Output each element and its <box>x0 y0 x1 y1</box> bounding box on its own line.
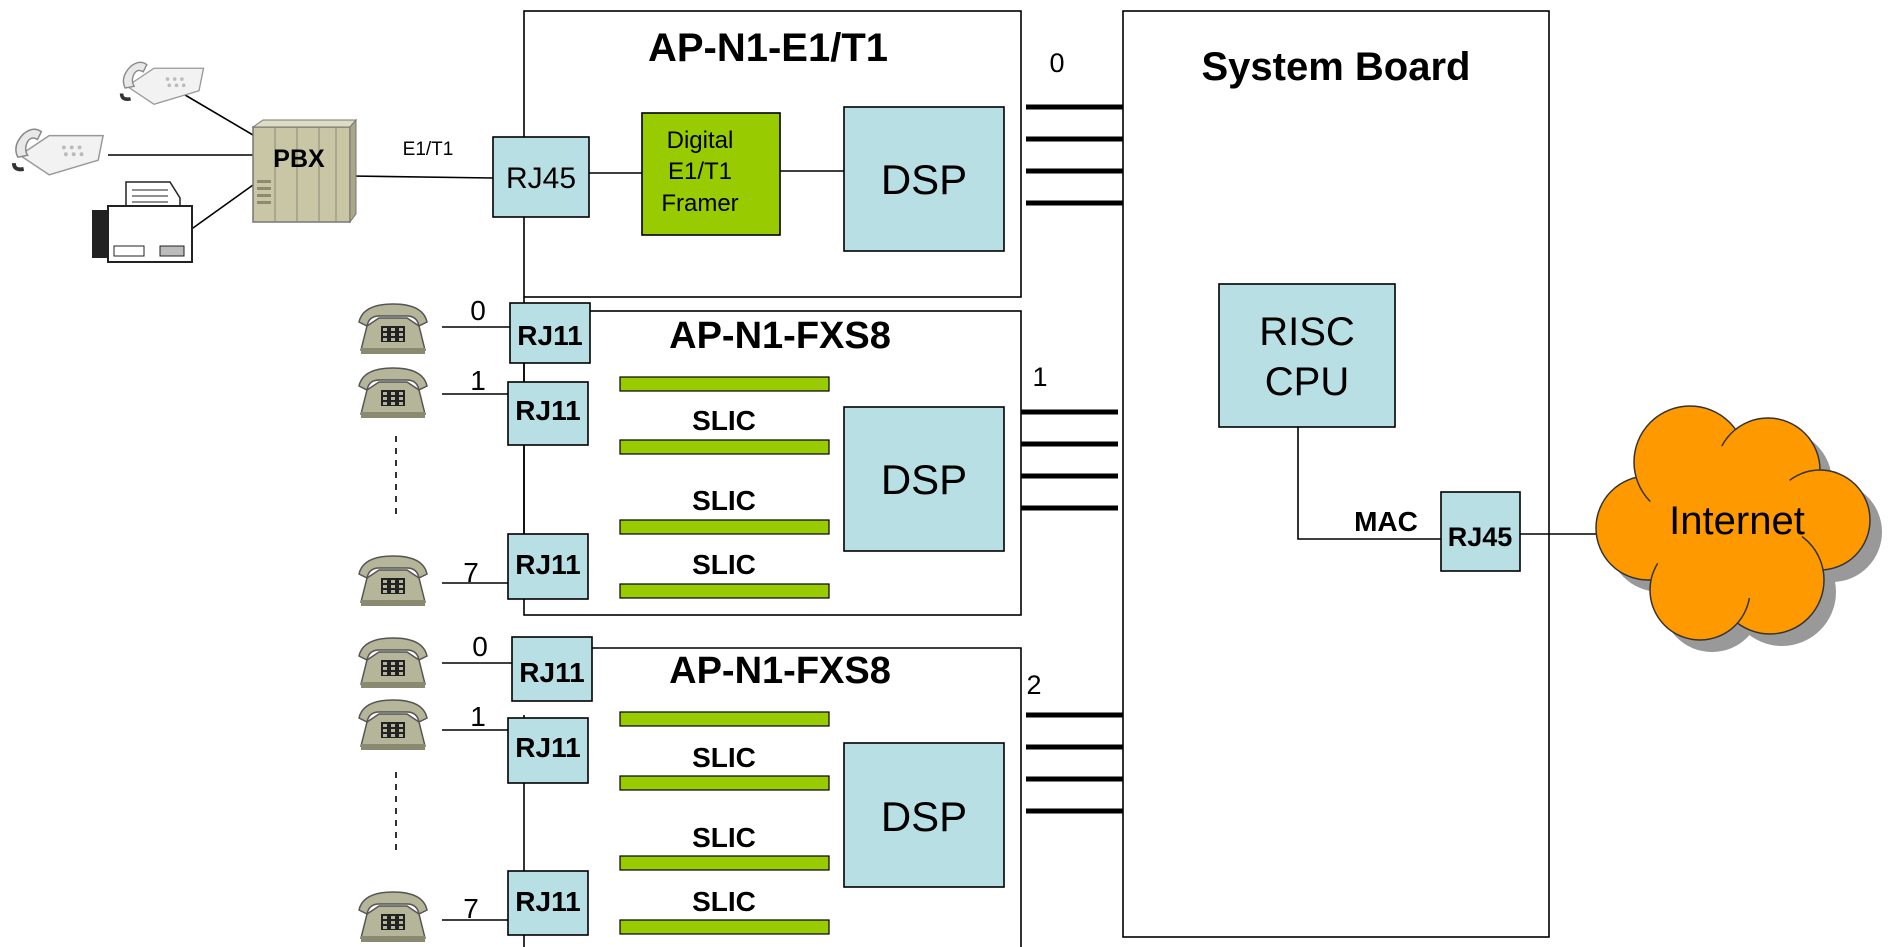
e1t1-rj45-port <box>492 136 590 218</box>
cloud-icon: Internet <box>1595 405 1882 652</box>
e1t1-card-title: AP-N1-E1/T1 <box>648 26 888 70</box>
fxs-card-2-bus-connector <box>1026 712 1123 814</box>
risc-cpu-block <box>1218 283 1396 428</box>
fxs-card-2-frame <box>590 647 1022 947</box>
e1t1-framer <box>641 112 781 236</box>
fax-machine-icon <box>92 181 193 263</box>
analog-phone-icon <box>358 555 428 607</box>
fxs-card-1-rj11-label-0: RJ11 <box>517 320 582 351</box>
fxs-card-2-rj11-port-1 <box>507 717 589 784</box>
fxs-card-2-rj11-label-1: RJ11 <box>515 732 580 763</box>
pbx-cabinet-icon <box>251 118 358 224</box>
e1t1-dsp-label: DSP <box>881 156 967 203</box>
fxs-card-2-dsp-label: DSP <box>881 793 967 840</box>
fxs-card-1-port-index-7: 7 <box>463 557 479 588</box>
fxs-card-1-slic-1: SLIC <box>692 405 756 436</box>
fxs-card-1-rj11-label-1: RJ11 <box>515 395 580 426</box>
fxs-card-2-dsp <box>843 742 1005 888</box>
system-board-rj45-label: RJ45 <box>1448 522 1513 552</box>
fxs-card-1-rj11-port-7 <box>507 533 589 600</box>
fxs-card-2-slic-3: SLIC <box>692 886 756 917</box>
e1t1-bus-index: 0 <box>1049 48 1064 78</box>
mac-label: MAC <box>1354 506 1418 537</box>
e1t1-rj45-label: RJ45 <box>506 162 576 195</box>
system-board-frame <box>1122 10 1550 938</box>
fxs-card-2-port-index-0: 0 <box>472 631 488 662</box>
analog-phone-icon <box>358 891 428 943</box>
fxs-card-1-slic-3: SLIC <box>692 549 756 580</box>
desk-phone-icon-2 <box>14 129 103 175</box>
analog-phone-icon <box>358 637 428 689</box>
system-board-title: System Board <box>1202 45 1471 89</box>
e1t1-card: AP-N1-E1/T1 RJ45 Digital E1/T1 Framer DS… <box>492 10 1123 298</box>
internet-label: Internet <box>1669 499 1805 543</box>
e1t1-framer-line-2: E1/T1 <box>668 158 732 185</box>
fxs-card-1-port-index-1: 1 <box>470 365 486 396</box>
fxs-card-2-rj11-port-7 <box>507 870 589 936</box>
pbx-group: E1/T1 PBX <box>14 60 494 263</box>
risc-cpu-line-2: CPU <box>1265 360 1349 404</box>
fxs-card-1-rj11-port-1 <box>507 381 589 446</box>
e1t1-framer-line-1: Digital <box>667 127 734 154</box>
system-board: System Board RISC CPU MAC RJ45 <box>1122 10 1640 938</box>
e1t1-framer-line-3: Framer <box>661 190 738 217</box>
e1t1-link-label: E1/T1 <box>403 139 454 160</box>
risc-cpu-line-1: RISC <box>1259 310 1355 354</box>
fxs-card-2-slic-2: SLIC <box>692 822 756 853</box>
fxs-card-1-rj11-label-7: RJ11 <box>515 549 580 580</box>
fxs-card-1-bus-connector <box>1021 409 1118 511</box>
e1t1-bus-connector <box>1026 104 1123 206</box>
fxs-card-1-title: AP-N1-FXS8 <box>669 315 891 357</box>
fxs-card-2-port-index-1: 1 <box>470 701 486 732</box>
fxs-card-1-dsp-label: DSP <box>881 456 967 503</box>
fxs-card-1-slic-2: SLIC <box>692 485 756 516</box>
fxs-card-2-rj11-label-0: RJ11 <box>519 657 584 688</box>
fxs-card-2-rj11-label-7: RJ11 <box>515 886 580 917</box>
fxs-card-2-rj11-port-0 <box>511 636 593 702</box>
fxs-card-2: AP-N1-FXS8 SLIC SLIC SLIC DSP RJ11 RJ11 … <box>358 631 1123 947</box>
fxs-card-1-port-index-0: 0 <box>470 295 486 326</box>
fxs-card-2-bus-index: 2 <box>1026 670 1041 700</box>
fxs-card-2-port-index-7: 7 <box>463 893 479 924</box>
fxs-card-1-dsp <box>843 406 1005 552</box>
e1t1-dsp <box>843 106 1005 252</box>
analog-phone-icon <box>358 367 428 419</box>
fxs-card-2-slic-1: SLIC <box>692 742 756 773</box>
fxs-card-1-rj11-port-0 <box>509 302 591 364</box>
analog-phone-icon <box>358 699 428 751</box>
system-board-rj45-port <box>1440 491 1521 572</box>
fxs-card-1: AP-N1-FXS8 SLIC SLIC SLIC DSP RJ11 RJ11 … <box>358 295 1118 616</box>
analog-phone-icon <box>358 303 428 355</box>
pbx-label: PBX <box>273 145 325 173</box>
fxs-card-2-title: AP-N1-FXS8 <box>669 650 891 692</box>
fxs-card-1-bus-index: 1 <box>1032 362 1047 392</box>
